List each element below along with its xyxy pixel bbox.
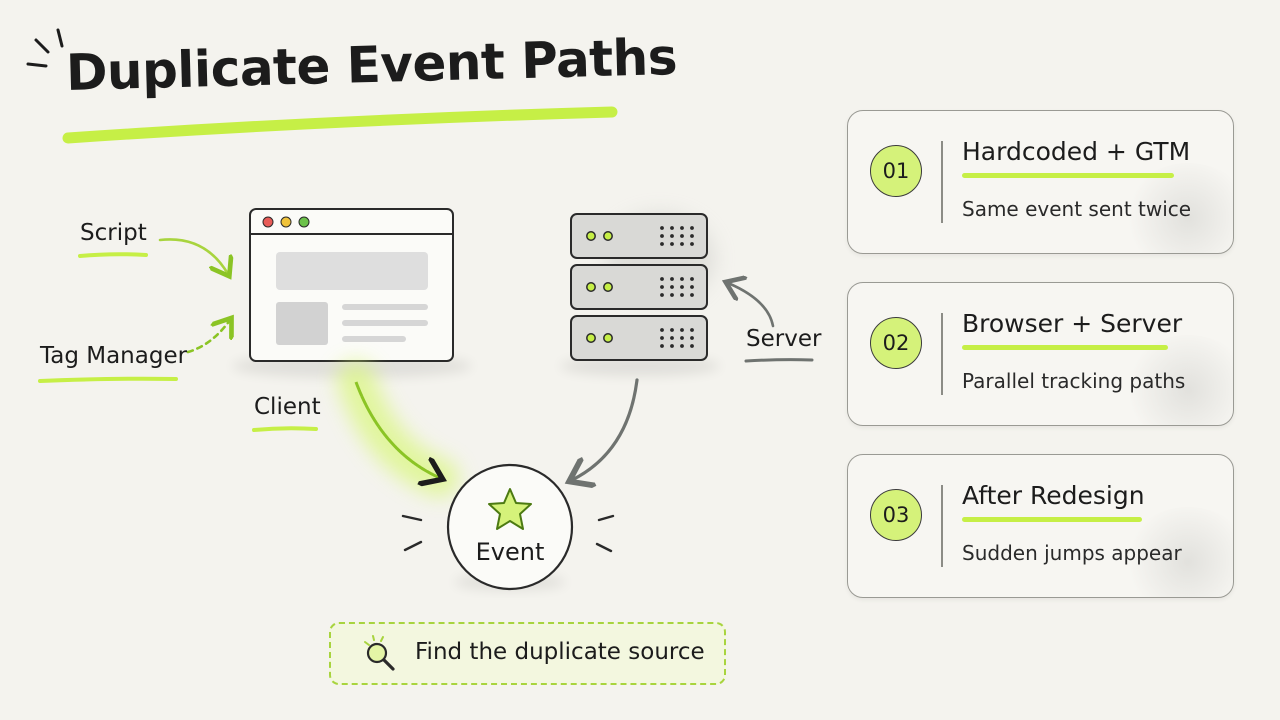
browser-window-icon bbox=[232, 208, 472, 378]
magnifier-icon bbox=[364, 635, 395, 671]
script-label: Script bbox=[80, 220, 147, 246]
server-rack-icon bbox=[560, 213, 720, 376]
client-label: Client bbox=[254, 394, 321, 420]
star-icon bbox=[488, 488, 532, 530]
server-to-event-arrow bbox=[572, 378, 639, 480]
tag-manager-label: Tag Manager bbox=[40, 343, 188, 369]
card-title: Hardcoded + GTM bbox=[962, 137, 1191, 166]
card-subtitle: Sudden jumps appear bbox=[962, 541, 1182, 565]
tag-manager-arrow bbox=[186, 320, 230, 354]
card-subtitle: Parallel tracking paths bbox=[962, 369, 1186, 393]
server-label-arrow bbox=[728, 283, 775, 328]
server-label: Server bbox=[746, 326, 822, 352]
title-spark-icon bbox=[26, 28, 64, 68]
card-number: 03 bbox=[870, 489, 922, 541]
card-after-redesign: 03 After Redesign Sudden jumps appear bbox=[847, 454, 1234, 598]
card-number: 02 bbox=[870, 317, 922, 369]
callout-text: Find the duplicate source bbox=[415, 639, 705, 665]
card-subtitle: Same event sent twice bbox=[962, 197, 1192, 221]
client-to-event-arrow bbox=[354, 381, 440, 478]
card-title: Browser + Server bbox=[962, 309, 1183, 338]
title-underline bbox=[62, 106, 618, 144]
script-arrow bbox=[158, 238, 228, 274]
event-node bbox=[446, 463, 574, 591]
card-hardcoded-gtm: 01 Hardcoded + GTM Same event sent twice bbox=[847, 110, 1234, 254]
card-number: 01 bbox=[870, 145, 922, 197]
card-browser-server: 02 Browser + Server Parallel tracking pa… bbox=[847, 282, 1234, 426]
event-spark-icon bbox=[401, 514, 615, 553]
find-duplicate-callout: Find the duplicate source bbox=[329, 622, 726, 685]
card-title: After Redesign bbox=[962, 481, 1145, 510]
event-label: Event bbox=[475, 538, 545, 566]
